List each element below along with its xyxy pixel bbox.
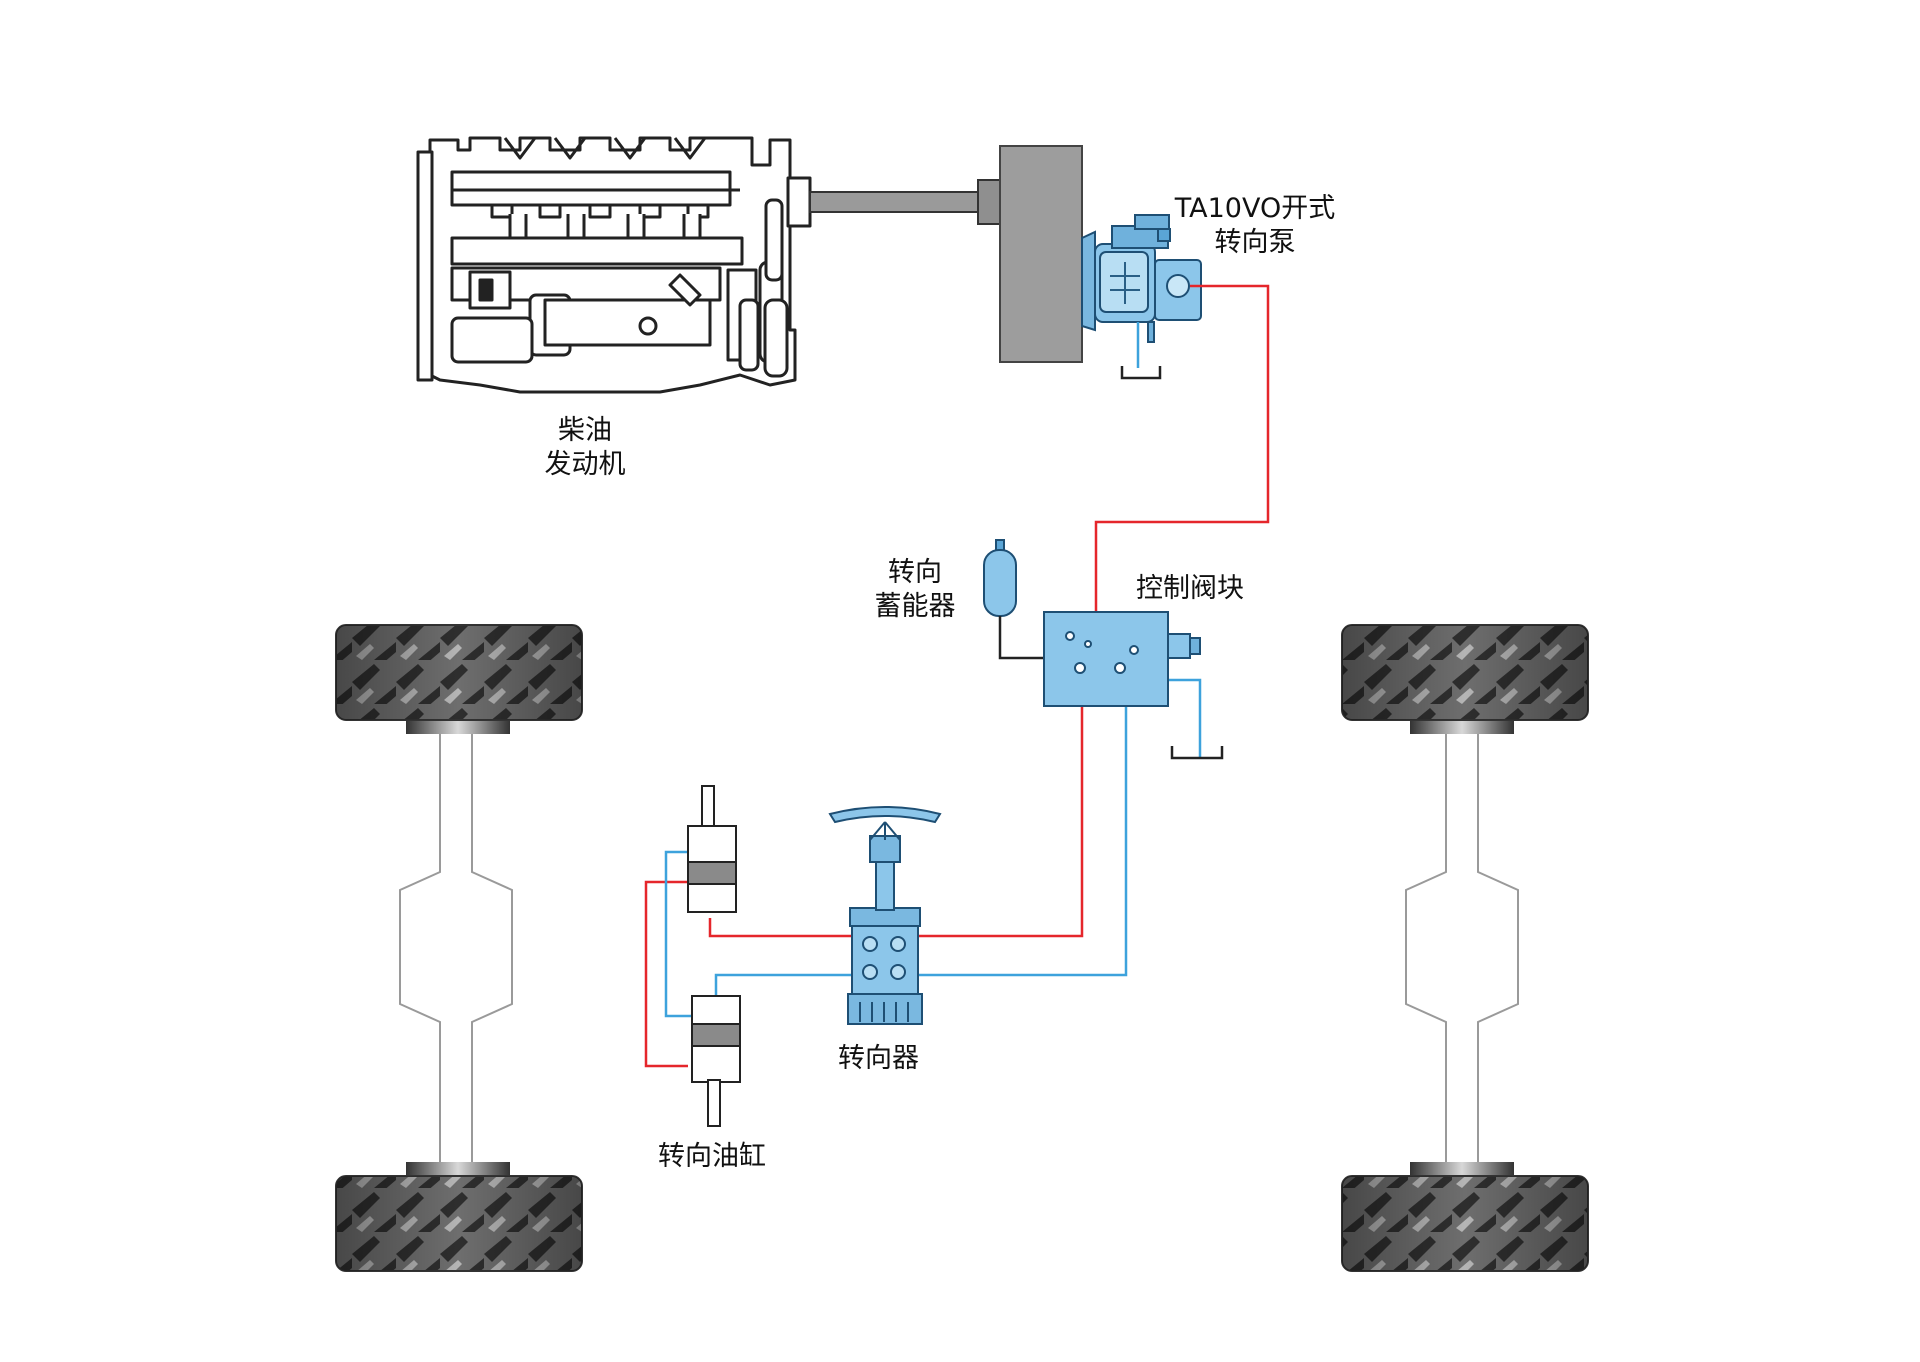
pump-label: TA10VO开式 转向泵 <box>1165 192 1345 260</box>
accumulator-label-line2: 蓄能器 <box>874 591 956 622</box>
front-left-tire <box>335 624 583 721</box>
steering-pump <box>1081 214 1202 343</box>
right-axle <box>1405 718 1519 1178</box>
steering-to-cylinder-line <box>708 918 870 938</box>
valve-to-steering-line <box>870 706 1084 938</box>
rear-left-tire <box>335 1175 583 1272</box>
valve-tank-symbol <box>1170 746 1224 760</box>
pump-to-valve-line <box>1094 284 1270 612</box>
diesel-engine <box>416 136 812 394</box>
engine-label-line2: 发动机 <box>544 449 626 480</box>
control-valve-block <box>1043 611 1201 707</box>
accumulator-label-line1: 转向 <box>888 557 942 588</box>
steering-unit <box>828 806 942 1025</box>
transfer-case <box>999 145 1083 363</box>
pump-label-line2: 转向泵 <box>1214 227 1296 258</box>
steering-cylinder-upper <box>687 785 737 913</box>
left-axle <box>399 718 513 1178</box>
steering-unit-label: 转向器 <box>838 1043 919 1074</box>
drive-shaft <box>809 179 1001 225</box>
accumulator-label: 转向 蓄能器 <box>860 556 970 624</box>
pump-tank-line <box>1120 322 1162 380</box>
valve-return-line <box>1168 678 1202 758</box>
steering-return-line <box>870 706 1128 977</box>
valve-block-label: 控制阀块 <box>1136 573 1244 604</box>
steering-cylinder-lower <box>691 995 741 1127</box>
cylinder-cross-line-blue <box>664 850 692 1018</box>
engine-label-line1: 柴油 <box>558 415 612 446</box>
engine-label: 柴油 发动机 <box>520 414 650 482</box>
steering-accumulator <box>983 539 1044 660</box>
pump-label-line1: TA10VO开式 <box>1174 193 1336 224</box>
pressure-lines <box>644 284 1270 1068</box>
front-right-tire <box>1341 624 1589 721</box>
rear-right-tire <box>1341 1175 1589 1272</box>
steering-cylinder-label: 转向油缸 <box>658 1141 766 1172</box>
return-lines <box>664 678 1202 1018</box>
